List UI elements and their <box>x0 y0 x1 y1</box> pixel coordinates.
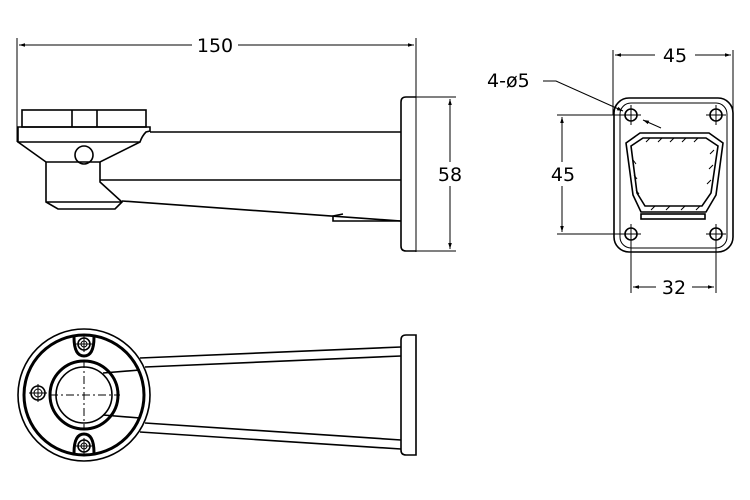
base-holes <box>29 336 96 454</box>
hole-vertical-spacing-label: 45 <box>551 164 575 186</box>
bottom-view <box>17 328 417 462</box>
base-outer-circle <box>17 328 151 462</box>
side-view: 150 58 <box>16 33 463 252</box>
plate-width-label: 45 <box>663 45 687 67</box>
plate-view: 45 45 32 4-ø5 <box>487 43 734 299</box>
mounting-holes <box>621 105 726 244</box>
length-dimension-label: 150 <box>197 35 233 57</box>
bottom-wall-plate <box>400 334 417 456</box>
hole-horizontal-spacing-label: 32 <box>662 277 686 299</box>
height-dimension-label: 58 <box>438 164 462 186</box>
cap <box>21 109 147 128</box>
arm-section <box>625 132 724 213</box>
plate-outline <box>613 97 734 253</box>
hole-diameter-label: 4-ø5 <box>487 70 530 92</box>
wall-plate <box>400 96 416 252</box>
side-hole <box>74 145 94 165</box>
